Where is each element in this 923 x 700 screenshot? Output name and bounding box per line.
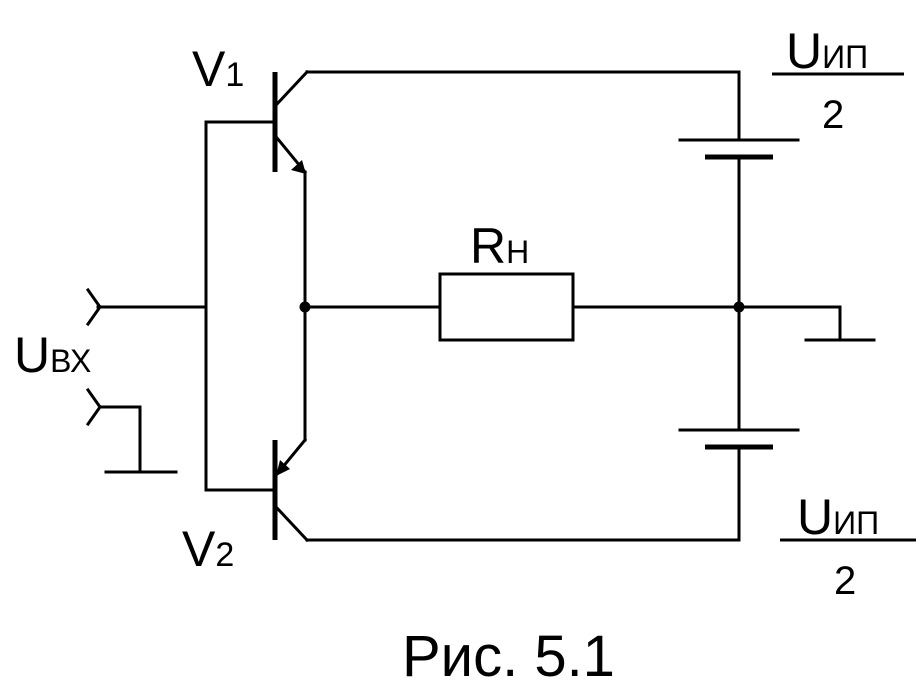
v1-emitter-arrow — [291, 160, 306, 174]
v2-collector-lead — [274, 505, 310, 543]
input-common-wire — [98, 405, 142, 474]
top-supply-numerator: UИП — [786, 23, 868, 79]
load-resistor-body — [438, 272, 575, 342]
bottom-supply-denominator: 2 — [834, 559, 856, 603]
top-supply-label: UИП 2 — [772, 23, 904, 137]
base-bus-wire — [204, 120, 275, 492]
output-node-dot — [299, 301, 311, 313]
input-voltage-label: UВХ — [14, 327, 91, 383]
transistor-v1 — [272, 69, 310, 175]
v1-label: V1 — [192, 41, 244, 97]
v2-emitter-arrow — [276, 460, 290, 476]
bottom-supply-numerator: UИП — [797, 489, 879, 545]
top-supply-wire — [305, 70, 741, 142]
v2-label: V2 — [182, 521, 234, 577]
transistor-v2 — [272, 437, 310, 543]
bottom-supply-wire — [305, 445, 741, 542]
load-resistor-label: RН — [470, 218, 529, 274]
figure-caption: Рис. 5.1 — [402, 624, 615, 689]
top-supply-denominator: 2 — [822, 93, 844, 137]
input-common-terminal-arrow — [85, 387, 102, 427]
input-terminal-arrow — [85, 287, 102, 327]
v1-collector-lead — [274, 69, 310, 107]
bottom-supply-label: UИП 2 — [780, 489, 916, 603]
